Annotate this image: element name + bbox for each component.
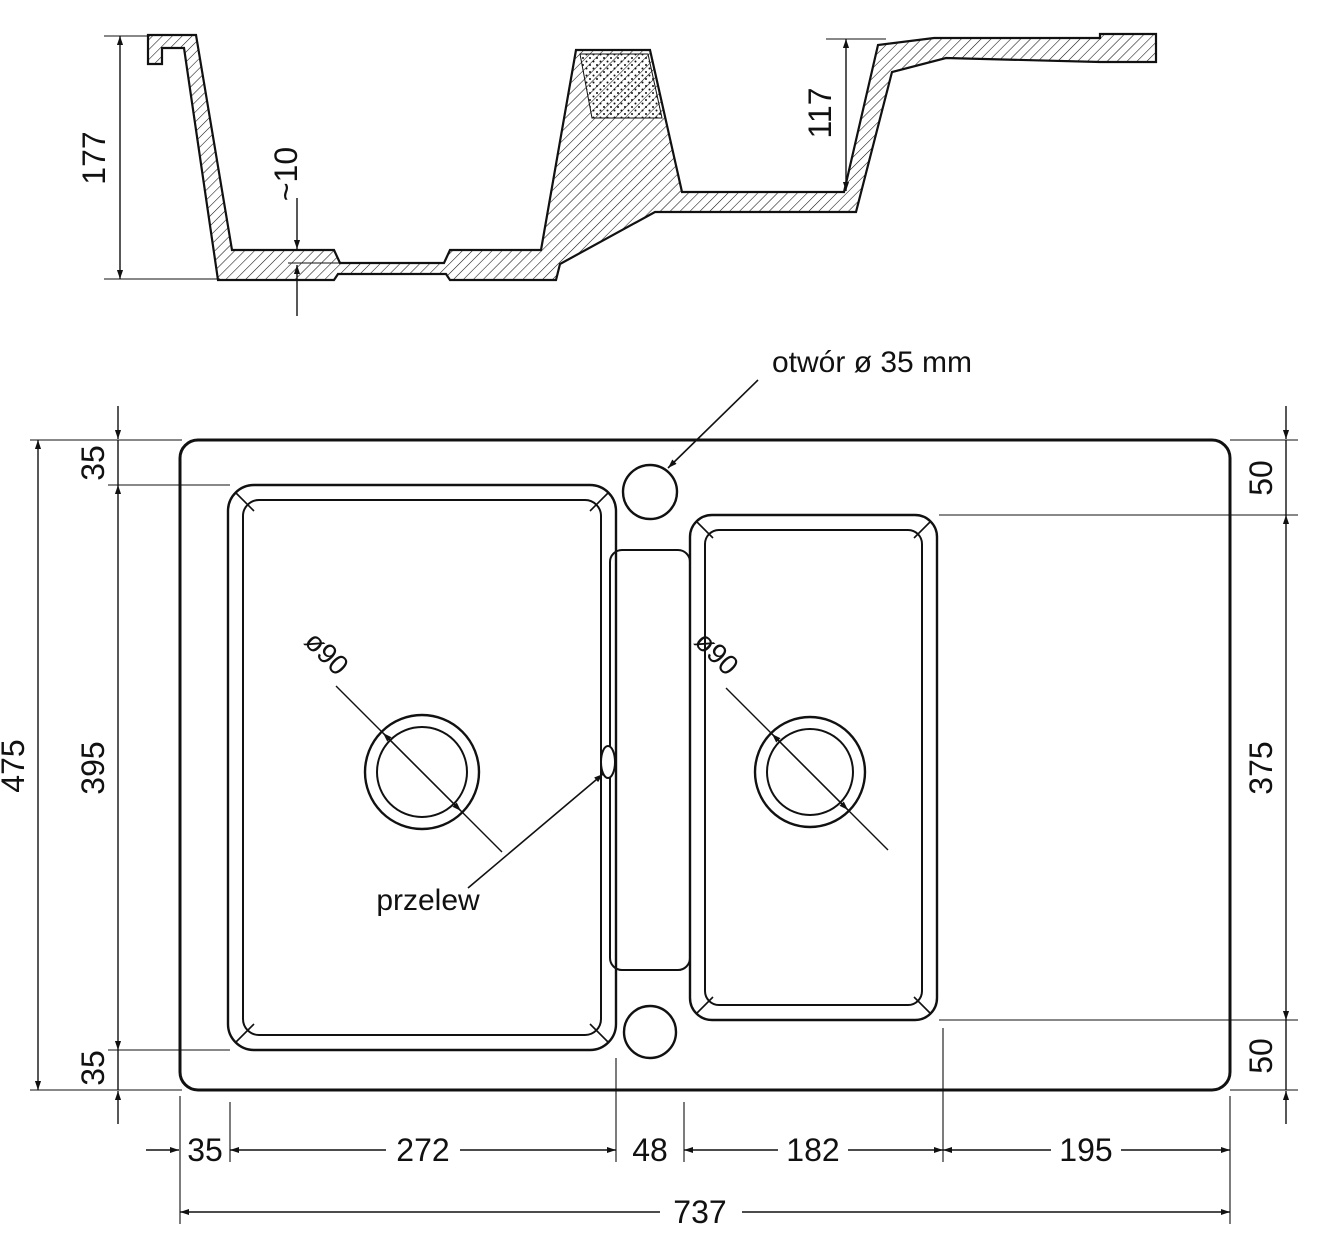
left-bowl-inner-rim — [242, 499, 602, 1036]
dim-label-margin-bottom-right: 50 — [1243, 1038, 1279, 1074]
plan-dims-right: 50 375 50 — [939, 406, 1298, 1124]
left-drain-label: ø90 — [299, 625, 355, 681]
cross-section-view: 177 ~10 117 — [76, 32, 1158, 316]
dim-label-right-bowl-height: 375 — [1243, 741, 1279, 794]
right-bowl-corner-ticks — [696, 521, 931, 1014]
overflow-slot — [600, 745, 616, 779]
dim-label-drainer-width: 195 — [1059, 1132, 1112, 1168]
dim-label-height-total: 475 — [0, 739, 31, 792]
dim-label-bottom-step: ~10 — [268, 147, 304, 201]
left-drain-arrow-down — [421, 771, 462, 812]
left-drain-inner — [376, 726, 468, 818]
left-bowl-corner-ticks — [235, 492, 609, 1043]
dim-label-left-bowl-height: 395 — [75, 741, 111, 794]
right-bowl-inner-rim — [704, 529, 923, 1006]
dim-label-center-gap: 48 — [632, 1132, 668, 1168]
right-drain-arrow-up — [771, 733, 811, 773]
dim-label-left-bowl-width: 272 — [396, 1132, 449, 1168]
overflow-label: przelew — [376, 884, 480, 917]
right-drain-inner — [766, 728, 854, 816]
right-drain-label: ø90 — [689, 625, 745, 681]
dim-label-right-bowl-width: 182 — [786, 1132, 839, 1168]
plan-view: otwór ø 35 mm przelew ø90 ø90 475 395 — [0, 346, 1298, 1230]
dim-label-margin-top-left: 35 — [75, 445, 111, 481]
plan-dims-bottom: 35 272 48 182 195 737 — [146, 1028, 1231, 1230]
right-drain-outer — [753, 715, 867, 829]
dim-label-width-total: 737 — [673, 1194, 726, 1230]
tap-hole-label: otwór ø 35 mm — [772, 346, 972, 379]
divider-deck — [609, 549, 691, 971]
dim-label-margin-left: 35 — [187, 1132, 223, 1168]
right-bowl-outer-rim — [688, 513, 939, 1022]
dim-label-margin-top-right: 50 — [1243, 460, 1279, 496]
left-drain-outer — [363, 713, 481, 831]
dim-label-depth-right: 117 — [802, 87, 838, 138]
left-bowl-outer-rim — [226, 483, 618, 1052]
section-sink-body — [146, 32, 1158, 282]
overflow-leader — [467, 773, 604, 889]
bottom-hole — [622, 1004, 678, 1060]
tap-hole — [621, 463, 679, 521]
tap-hole-leader — [667, 379, 759, 469]
section-divider-stipple — [579, 53, 663, 119]
plan-annotations: otwór ø 35 mm przelew ø90 ø90 — [299, 346, 972, 917]
dim-label-margin-bottom-left: 35 — [75, 1050, 111, 1086]
dim-label-depth-total: 177 — [76, 131, 112, 184]
left-drain-arrow-up — [382, 732, 423, 773]
right-drain-arrow-down — [809, 771, 849, 811]
sink-outer-edge — [178, 438, 1232, 1092]
plan-dims-left: 475 395 35 35 — [0, 406, 230, 1124]
